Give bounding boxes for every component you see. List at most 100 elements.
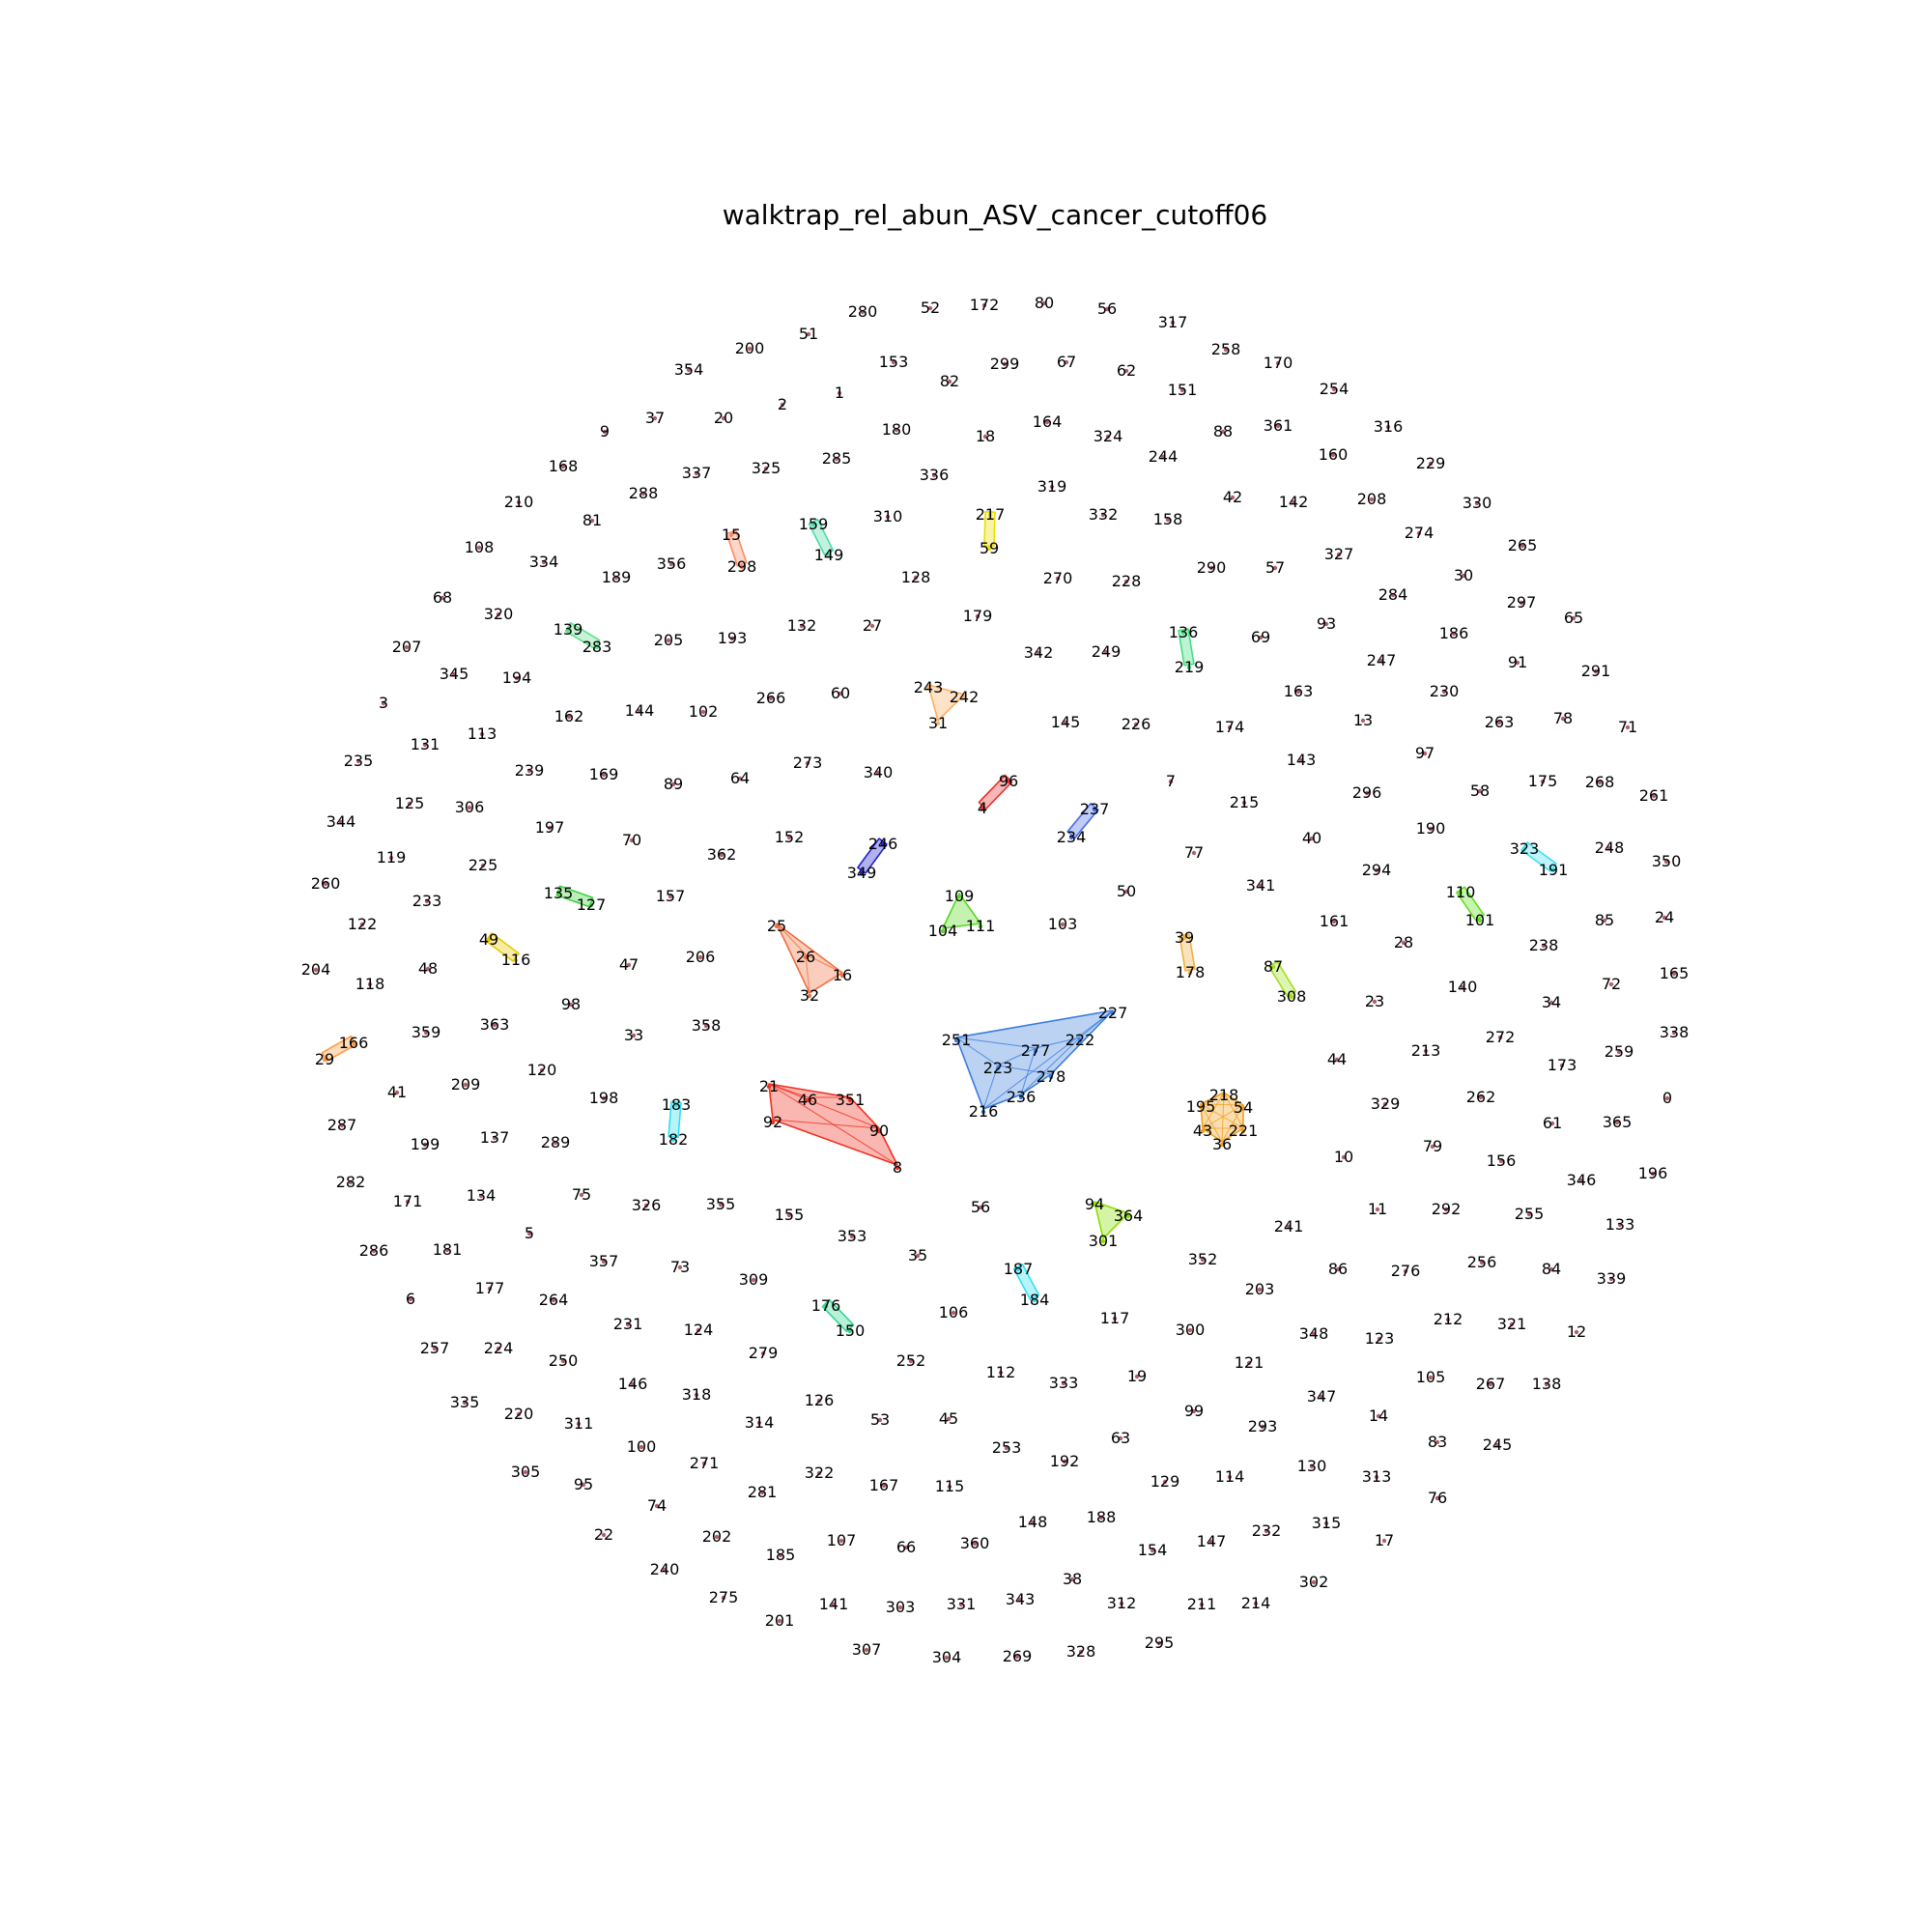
graph-node: 277 bbox=[1021, 1041, 1051, 1060]
node-dot bbox=[1381, 1538, 1387, 1544]
graph-node: 109 bbox=[945, 887, 975, 905]
graph-node: 265 bbox=[1508, 536, 1538, 554]
node-label: 138 bbox=[1532, 1375, 1562, 1393]
node-label: 230 bbox=[1430, 682, 1460, 700]
graph-node: 46 bbox=[798, 1091, 817, 1109]
node-label: 203 bbox=[1245, 1280, 1275, 1298]
graph-node: 189 bbox=[602, 568, 632, 586]
graph-node: 238 bbox=[1529, 936, 1559, 954]
graph-node: 88 bbox=[1213, 422, 1233, 440]
node-dot bbox=[951, 1310, 956, 1316]
node-dot bbox=[838, 691, 843, 696]
node-dot bbox=[1036, 650, 1041, 656]
node-dot bbox=[777, 1618, 782, 1624]
node-dot bbox=[696, 1327, 701, 1333]
node-label: 14 bbox=[1369, 1406, 1388, 1425]
graph-node: 341 bbox=[1246, 876, 1276, 895]
graph-node: 351 bbox=[836, 1091, 866, 1109]
node-label: 283 bbox=[582, 638, 612, 656]
node-label: 249 bbox=[1092, 642, 1122, 661]
graph-node: 91 bbox=[1508, 653, 1527, 671]
graph-node: 338 bbox=[1660, 1023, 1690, 1041]
node-dot bbox=[1574, 1329, 1579, 1335]
node-dot bbox=[1423, 1048, 1429, 1054]
node-dot bbox=[670, 781, 676, 787]
node-dot bbox=[1372, 999, 1378, 1005]
node-dot bbox=[694, 470, 699, 476]
graph-node: 141 bbox=[819, 1595, 849, 1613]
node-dot bbox=[701, 1461, 707, 1466]
node-label: 286 bbox=[359, 1241, 389, 1260]
node-label: 102 bbox=[689, 702, 719, 721]
node-dot bbox=[601, 772, 607, 778]
node-dot bbox=[1458, 890, 1463, 895]
node-label: 46 bbox=[798, 1091, 817, 1109]
node-label: 28 bbox=[1394, 933, 1413, 952]
node-dot bbox=[864, 1647, 869, 1653]
node-dot bbox=[847, 1097, 853, 1103]
node-dot bbox=[541, 559, 547, 565]
node-label: 288 bbox=[629, 484, 659, 502]
node-dot bbox=[1671, 1030, 1677, 1036]
graph-node: 278 bbox=[1037, 1067, 1066, 1086]
community-hull bbox=[1178, 628, 1195, 667]
node-label: 87 bbox=[1264, 957, 1283, 976]
graph-node: 100 bbox=[627, 1437, 657, 1456]
graph-node: 323 bbox=[1510, 839, 1540, 858]
node-dot bbox=[823, 1303, 829, 1309]
graph-node: 318 bbox=[682, 1385, 712, 1404]
node-label: 200 bbox=[735, 339, 765, 357]
node-label: 295 bbox=[1145, 1634, 1175, 1652]
graph-node: 209 bbox=[451, 1075, 481, 1094]
node-dot bbox=[555, 891, 561, 896]
graph-node: 290 bbox=[1197, 558, 1227, 577]
graph-node: 133 bbox=[1605, 1215, 1635, 1234]
graph-node: 103 bbox=[1048, 915, 1078, 933]
node-label: 253 bbox=[992, 1438, 1022, 1457]
node-dot bbox=[697, 954, 703, 960]
node-label: 252 bbox=[896, 1351, 926, 1370]
node-label: 322 bbox=[805, 1463, 835, 1482]
graph-node: 297 bbox=[1507, 593, 1537, 611]
graph-node: 186 bbox=[1439, 624, 1469, 642]
node-dot bbox=[1187, 1327, 1193, 1333]
graph-node: 210 bbox=[504, 493, 534, 511]
graph-node: 94 bbox=[1085, 1195, 1104, 1213]
node-dot bbox=[423, 1030, 429, 1036]
node-label: 207 bbox=[392, 638, 422, 656]
node-dot bbox=[338, 819, 344, 825]
node-label: 110 bbox=[1446, 883, 1476, 901]
node-label: 215 bbox=[1230, 793, 1260, 811]
graph-node: 240 bbox=[650, 1560, 680, 1578]
node-label: 232 bbox=[1252, 1521, 1282, 1540]
node-dot bbox=[1474, 500, 1480, 506]
graph-node: 236 bbox=[1007, 1088, 1037, 1106]
community-hull bbox=[555, 885, 594, 908]
node-label: 52 bbox=[921, 298, 940, 317]
graph-node: 213 bbox=[1411, 1041, 1441, 1060]
node-label: 209 bbox=[451, 1075, 481, 1094]
graph-node: 48 bbox=[418, 959, 438, 978]
graph-edge bbox=[849, 1096, 880, 1129]
node-label: 152 bbox=[775, 828, 805, 846]
node-label: 100 bbox=[627, 1437, 657, 1456]
graph-node: 143 bbox=[1287, 751, 1317, 769]
graph-node: 328 bbox=[1066, 1642, 1096, 1661]
community-hull bbox=[857, 838, 888, 874]
node-dot bbox=[1186, 665, 1192, 670]
graph-node: 58 bbox=[1470, 781, 1490, 800]
graph-node: 201 bbox=[765, 1611, 795, 1630]
graph-node: 92 bbox=[763, 1113, 782, 1131]
node-dot bbox=[322, 1057, 327, 1063]
node-dot bbox=[1334, 1057, 1340, 1063]
graph-node: 126 bbox=[805, 1391, 835, 1409]
graph-edge bbox=[772, 1119, 898, 1166]
node-label: 60 bbox=[831, 684, 850, 702]
graph-node: 195 bbox=[1186, 1097, 1216, 1116]
node-label: 244 bbox=[1149, 447, 1179, 466]
node-dot bbox=[1478, 1094, 1484, 1100]
node-dot bbox=[1253, 1601, 1259, 1606]
graph-node: 85 bbox=[1595, 911, 1614, 929]
graph-edge bbox=[927, 684, 939, 722]
node-label: 181 bbox=[433, 1240, 463, 1259]
